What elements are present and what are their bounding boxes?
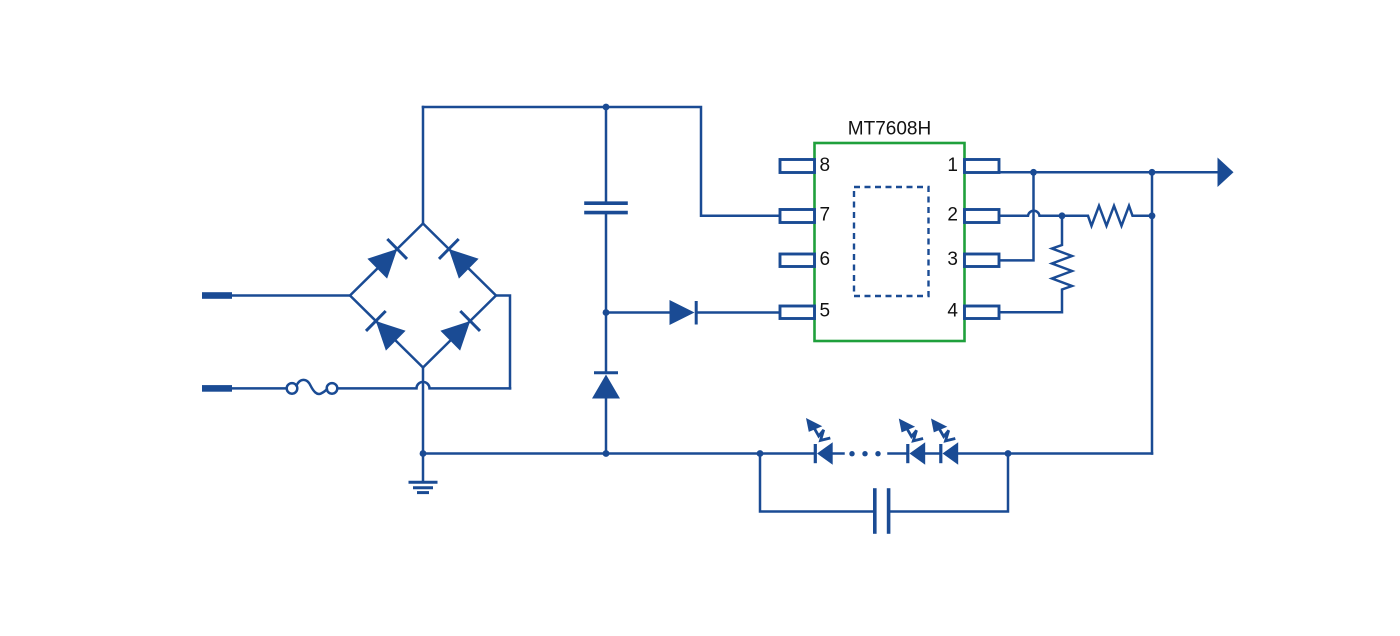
svg-text:1: 1 bbox=[947, 155, 958, 176]
svg-text:5: 5 bbox=[820, 301, 831, 322]
svg-text:8: 8 bbox=[820, 155, 831, 176]
svg-text:6: 6 bbox=[820, 249, 831, 270]
svg-text:MT7608H: MT7608H bbox=[848, 119, 931, 140]
svg-text:3: 3 bbox=[947, 249, 958, 270]
svg-text:4: 4 bbox=[947, 301, 958, 322]
svg-text:7: 7 bbox=[820, 204, 831, 225]
svg-text:2: 2 bbox=[947, 204, 958, 225]
